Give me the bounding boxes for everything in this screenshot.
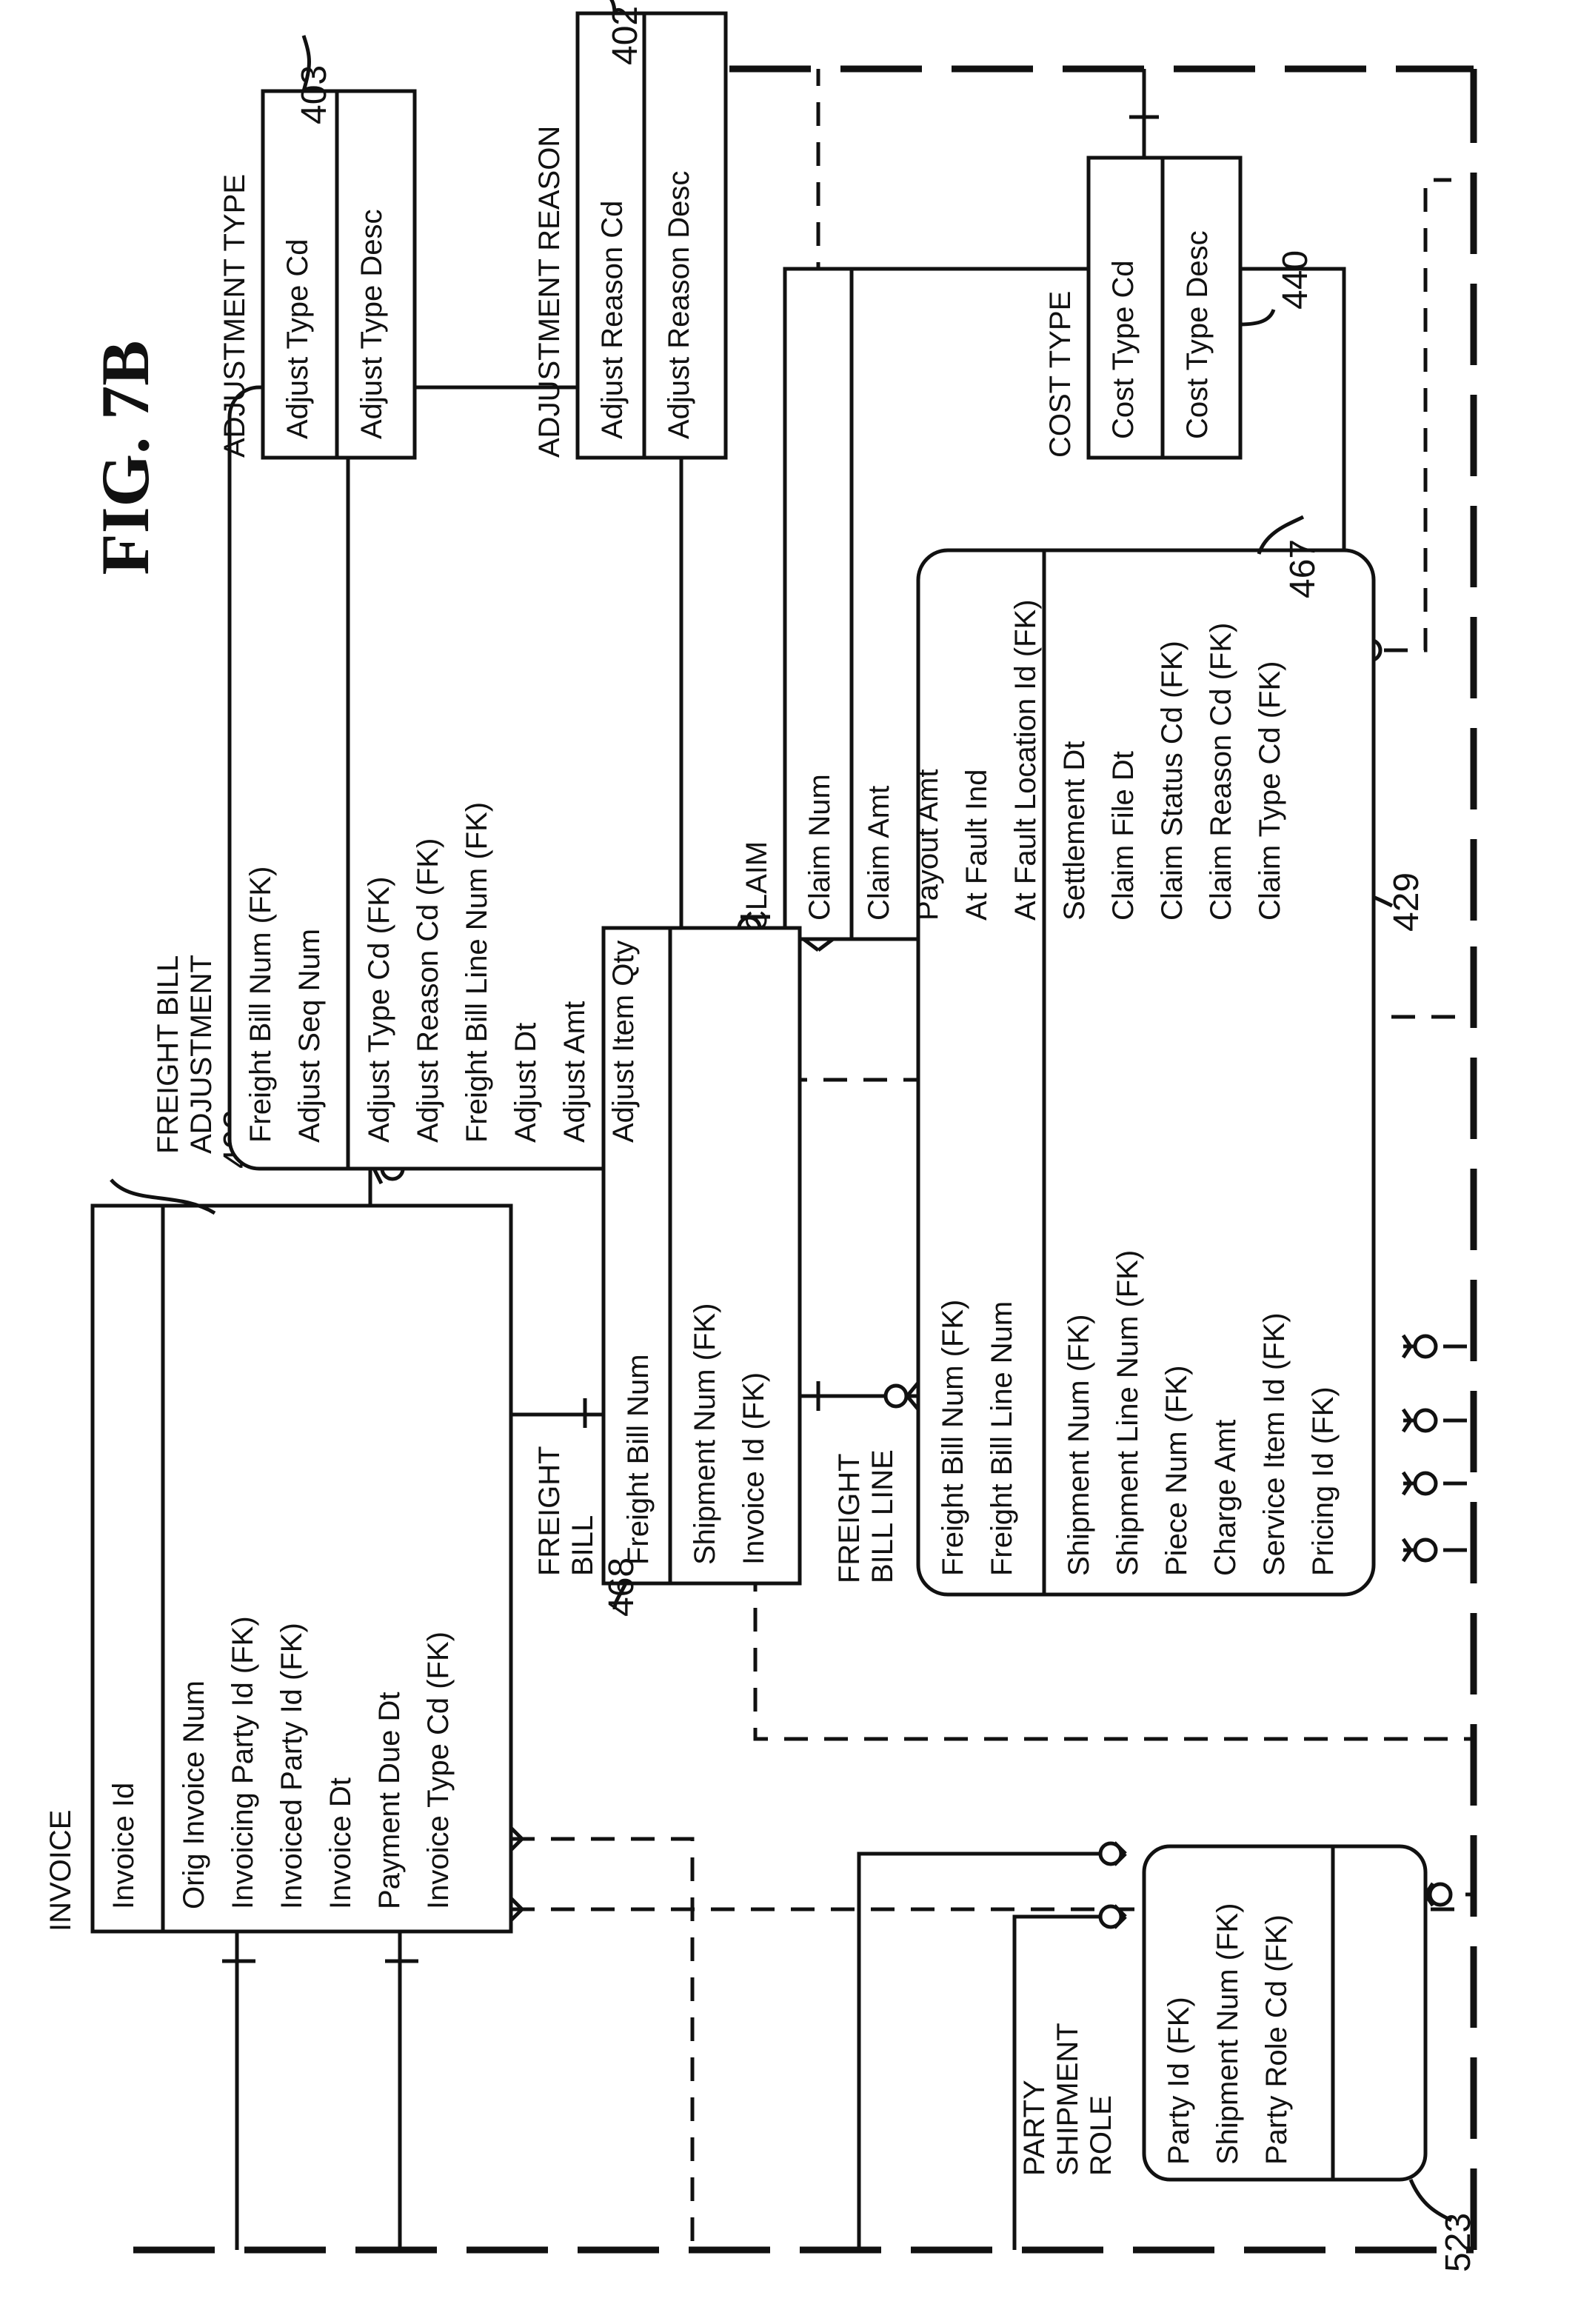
freight-bill-line-attribute: Shipment Line Num (FK) <box>1111 1250 1144 1576</box>
freight-bill-adjustment-key-attribute: Adjust Seq Num <box>293 929 326 1143</box>
adjustment-reason-key-attribute: Adjust Reason Cd <box>596 201 629 439</box>
entity-fba-name-line1: FREIGHT BILL <box>152 955 184 1154</box>
claim-attribute: Claim Reason Cd (FK) <box>1205 623 1237 921</box>
entity-psr-name-line1: PARTY <box>1018 2080 1051 2176</box>
entity-psr-name-line3: ROLE <box>1085 2095 1117 2176</box>
party-shipment-role-key-attribute: Party Id (FK) <box>1163 1997 1195 2165</box>
party-shipment-role-key-attribute: Party Role Cd (FK) <box>1260 1914 1293 2165</box>
entity-invoice-name: INVOICE <box>44 1810 77 1931</box>
freight-bill-line-attribute: Pricing Id (FK) <box>1307 1386 1340 1576</box>
party-shipment-role-key-attribute: Shipment Num (FK) <box>1211 1903 1244 2165</box>
figure-title: FIG. 7B <box>87 341 163 575</box>
freight-bill-line-attribute: Service Item Id (FK) <box>1258 1312 1291 1576</box>
claim-attribute: Settlement Dt <box>1058 741 1091 921</box>
claim-attribute: Claim File Dt <box>1107 751 1140 921</box>
adjustment-type-attribute: Adjust Type Desc <box>355 209 388 439</box>
claim-attribute: Claim Type Cd (FK) <box>1254 661 1286 921</box>
entity-freight-bill-name-line2: BILL <box>566 1515 599 1576</box>
entity-adjustment-reason: ADJUSTMENT REASON 402 <box>533 0 726 458</box>
freight-bill-line-attribute: Piece Num (FK) <box>1160 1366 1193 1577</box>
freight-bill-attribute: Shipment Num (FK) <box>689 1303 721 1565</box>
freight-bill-key-attribute: Freight Bill Num <box>622 1354 655 1565</box>
ref-468: 468 <box>602 1557 641 1617</box>
ref-429: 429 <box>1387 872 1426 932</box>
freight-bill-line-key-attribute: Freight Bill Line Num <box>986 1301 1018 1576</box>
entity-adjustment-type-name: ADJUSTMENT TYPE <box>218 174 251 458</box>
claim-attribute: At Fault Ind <box>960 769 993 921</box>
claim-key-attribute: Claim Num <box>803 774 836 921</box>
claim-attribute: At Fault Location Id (FK) <box>1009 599 1042 921</box>
ref-467: 467 <box>1283 539 1323 598</box>
ref-403: 403 <box>295 65 334 124</box>
invoice-attribute: Orig Invoice Num <box>178 1680 210 1909</box>
invoice-attribute: Invoice Dt <box>324 1777 357 1909</box>
freight-bill-adjustment-attribute: Adjust Dt <box>509 1023 542 1143</box>
claim-attribute: Claim Amt <box>863 786 895 921</box>
freight-bill-attribute: Invoice Id (FK) <box>738 1372 770 1565</box>
freight-bill-line-attribute: Shipment Num (FK) <box>1063 1315 1095 1576</box>
ref-402: 402 <box>606 6 645 65</box>
ref-440: 440 <box>1276 250 1315 310</box>
entity-claim-name: CLAIM <box>740 841 773 932</box>
freight-bill-line-attribute: Charge Amt <box>1209 1420 1242 1576</box>
entity-fba-name-line2: ADJUSTMENT <box>185 955 218 1154</box>
freight-bill-adjustment-attribute: Adjust Reason Cd (FK) <box>412 838 444 1143</box>
adjustment-reason-attribute: Adjust Reason Desc <box>663 171 695 439</box>
entity-cost-type-name: COST TYPE <box>1044 291 1077 458</box>
invoice-attribute: Invoicing Party Id (FK) <box>227 1616 259 1909</box>
freight-bill-adjustment-key-attribute: Freight Bill Num (FK) <box>244 867 277 1143</box>
freight-bill-adjustment-attribute: Adjust Item Qty <box>607 941 640 1143</box>
entity-freight-bill-line-name-line1: FREIGHT <box>833 1453 866 1583</box>
invoice-attribute: Invoice Type Cd (FK) <box>422 1632 455 1909</box>
entity-freight-bill-name-line1: FREIGHT <box>533 1446 566 1576</box>
claim-attribute: Payout Amt <box>912 769 944 921</box>
claim-attribute: Claim Status Cd (FK) <box>1156 641 1188 921</box>
entity-freight-bill-line-name-line2: BILL LINE <box>866 1449 899 1583</box>
invoice-attribute: Invoiced Party Id (FK) <box>275 1623 308 1909</box>
freight-bill-adjustment-attribute: Adjust Amt <box>558 1001 591 1143</box>
invoice-key-attribute: Invoice Id <box>107 1783 140 1909</box>
cost-type-key-attribute: Cost Type Cd <box>1107 260 1140 439</box>
invoice-attribute: Payment Due Dt <box>373 1692 406 1909</box>
entity-adjustment-reason-name: ADJUSTMENT REASON <box>533 126 566 458</box>
adjustment-type-key-attribute: Adjust Type Cd <box>281 238 314 439</box>
freight-bill-adjustment-attribute: Freight Bill Line Num (FK) <box>461 802 493 1143</box>
cost-type-attribute: Cost Type Desc <box>1181 230 1214 439</box>
ref-523: 523 <box>1439 2213 1478 2272</box>
freight-bill-line-key-attribute: Freight Bill Num (FK) <box>937 1300 969 1576</box>
freight-bill-adjustment-attribute: Adjust Type Cd (FK) <box>363 877 395 1143</box>
entity-psr-name-line2: SHIPMENT <box>1052 2023 1084 2176</box>
